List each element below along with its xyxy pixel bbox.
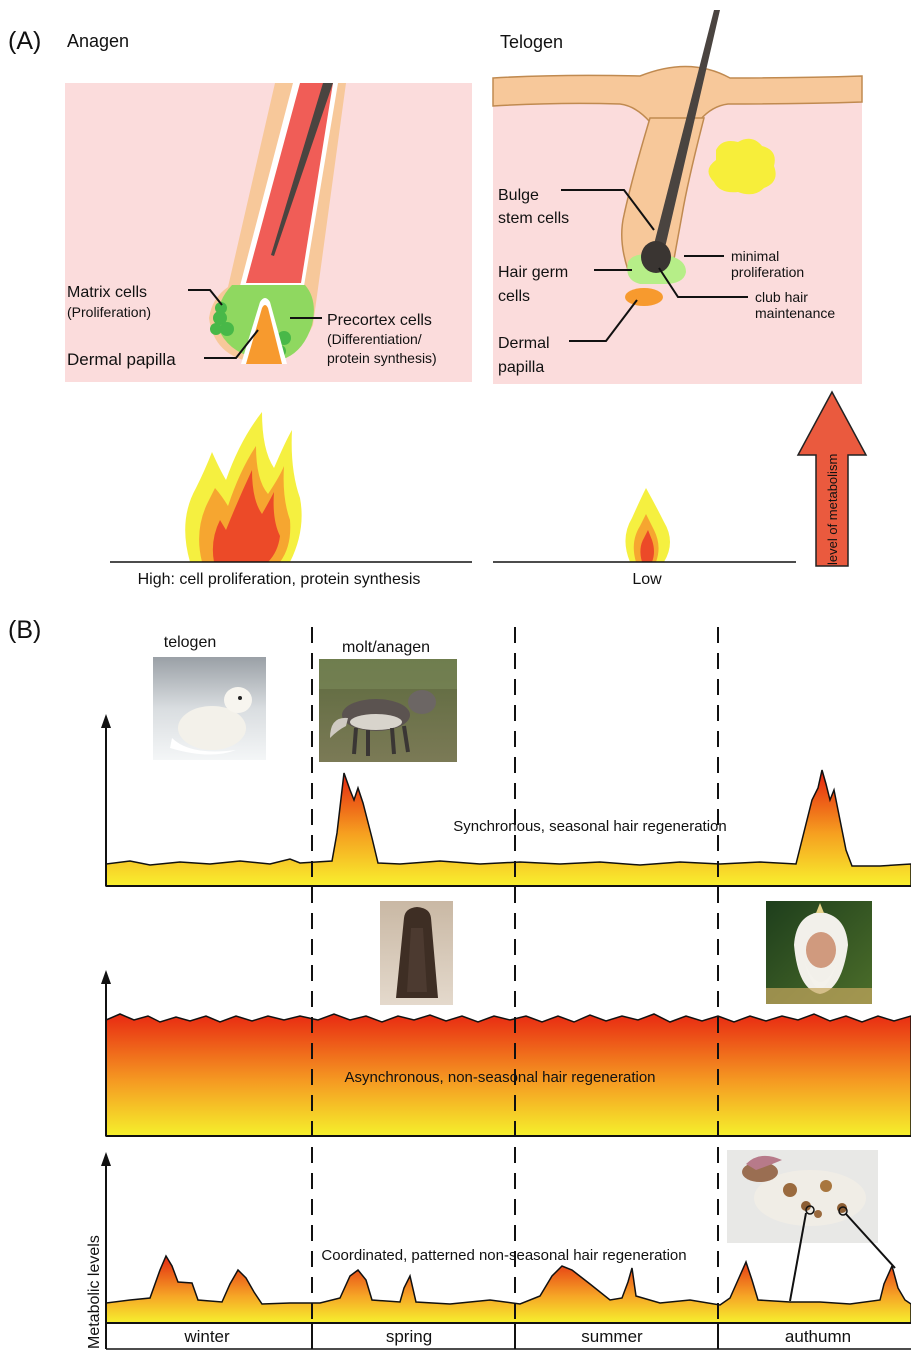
panel-a-label: (A)	[8, 27, 41, 55]
season-dividers	[311, 627, 719, 1323]
precortex-label: Precortex cells	[327, 312, 432, 329]
panel-b-label: (B)	[8, 616, 41, 644]
row3-caption: Coordinated, patterned non-seasonal hair…	[321, 1247, 686, 1264]
white-haired-master-photo	[766, 901, 872, 1004]
season-autumn: authumn	[785, 1327, 851, 1346]
matrix-cell	[210, 323, 222, 335]
club-label-1: club hair	[755, 289, 808, 305]
club-label-2: maintenance	[755, 305, 835, 321]
germ-label-1: Hair germ	[498, 264, 568, 281]
molt-photo-label: molt/anagen	[342, 639, 430, 656]
telogen-title: Telogen	[500, 32, 563, 52]
precortex-sublabel-2: protein synthesis)	[327, 350, 437, 366]
anagen-follicle	[65, 83, 472, 382]
dermal-papilla	[246, 305, 282, 364]
hair-shaft	[271, 83, 333, 256]
row2-metabolism-trace	[105, 1013, 911, 1137]
matrix-cell	[213, 311, 227, 325]
low-metabolism-flame	[625, 488, 670, 562]
matrix-cell	[220, 322, 234, 336]
asynchronous-row	[101, 970, 911, 1137]
club-hair-shaft	[652, 10, 720, 252]
papilla-label-1: Dermal	[498, 335, 550, 352]
season-summer: summer	[581, 1327, 643, 1346]
precortex-sublabel-1: (Differentiation/	[327, 331, 422, 347]
minimal-label-2: proliferation	[731, 264, 804, 280]
patterned-rabbit-photo	[727, 1150, 878, 1243]
papilla-label-2: papilla	[498, 359, 544, 376]
row3-metabolism-trace	[105, 1254, 911, 1324]
long-haired-woman-photo	[380, 901, 453, 1005]
minimal-label-1: minimal	[731, 248, 779, 264]
row1-y-arrowhead	[101, 714, 111, 728]
season-spring: spring	[386, 1327, 432, 1346]
dermal-papilla-label: Dermal papilla	[67, 350, 176, 369]
metabolism-arrow	[796, 390, 868, 567]
epidermis	[492, 65, 863, 123]
season-strip-ticks	[311, 1323, 719, 1349]
synchronous-row	[101, 714, 911, 887]
bulge-label-2: stem cells	[498, 210, 569, 227]
arctic-fox-winter-photo	[153, 657, 266, 760]
anagen-flame-caption: High: cell proliferation, protein synthe…	[138, 571, 421, 588]
sebaceous-gland	[708, 138, 776, 195]
dermal-papilla-leader	[204, 329, 259, 359]
club-hair-bulb	[641, 241, 671, 273]
matrix-cell	[215, 302, 227, 314]
row3-y-arrowhead	[101, 1152, 111, 1166]
telogen-follicle	[492, 10, 863, 384]
row1-caption: Synchronous, seasonal hair regeneration	[453, 818, 727, 835]
arctic-fox-molt-photo	[319, 659, 457, 762]
telogen-flame-caption: Low	[632, 571, 662, 588]
papilla-leader	[569, 299, 638, 342]
metabolism-arrow-label: level of metabolism	[825, 454, 840, 565]
matrix-leader	[188, 289, 223, 306]
club-leader	[658, 267, 748, 298]
high-metabolism-flame	[185, 412, 302, 562]
telogen-photo-label: telogen	[164, 634, 217, 651]
rabbit-pointer-1	[789, 1212, 807, 1302]
bulge-leader	[561, 189, 655, 231]
row2-y-arrowhead	[101, 970, 111, 984]
coordinated-row	[101, 1152, 911, 1350]
row2-caption: Asynchronous, non-seasonal hair regenera…	[344, 1069, 655, 1086]
matrix-cells-label: Matrix cells	[67, 284, 147, 301]
rabbit-pointer-2	[845, 1213, 896, 1269]
y-axis-label: Metabolic levels	[86, 1235, 103, 1349]
row1-metabolism-trace	[105, 769, 911, 887]
telogen-dermal-papilla	[625, 288, 663, 306]
anagen-title: Anagen	[67, 31, 129, 51]
germ-label-2: cells	[498, 288, 530, 305]
matrix-cells-sublabel: (Proliferation)	[67, 304, 151, 320]
season-winter: winter	[183, 1327, 230, 1346]
bulge-label-1: Bulge	[498, 187, 539, 204]
